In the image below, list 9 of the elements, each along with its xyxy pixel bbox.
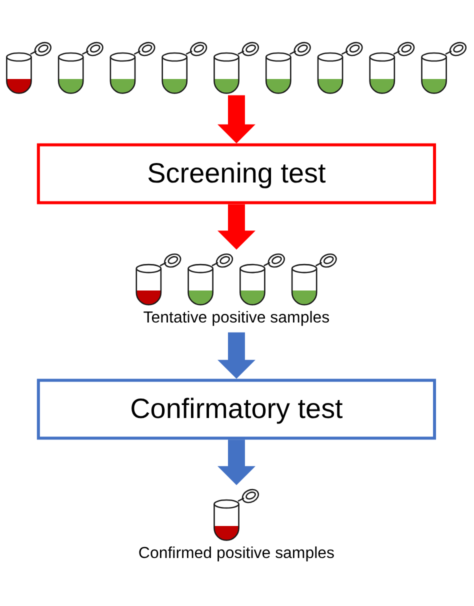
arrow	[218, 332, 256, 379]
tube-row	[6, 42, 467, 94]
arrow	[218, 95, 256, 144]
tube-icon	[214, 488, 259, 541]
tube-row	[136, 253, 337, 306]
node-label: Tentative positive samples	[142, 308, 331, 328]
node-label: Confirmed positive samples	[138, 544, 335, 564]
process-box: Confirmatory test	[36, 378, 436, 440]
process-box: Screening test	[36, 143, 436, 204]
